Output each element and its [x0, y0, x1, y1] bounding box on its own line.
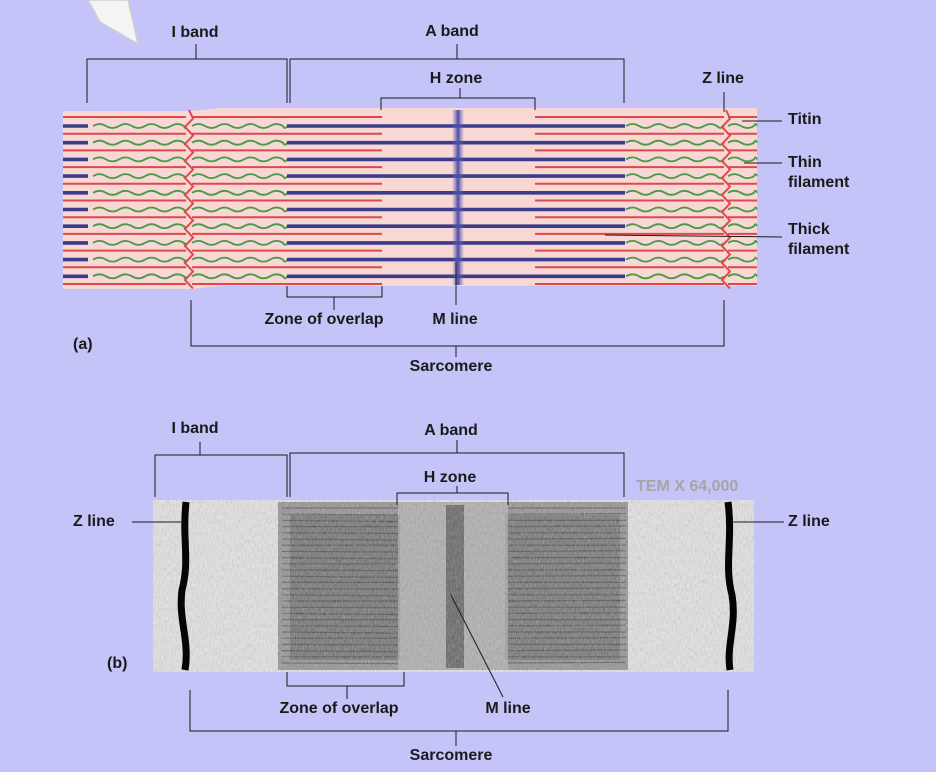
m-line-band — [452, 110, 464, 285]
arrow-pointer-icon — [87, 0, 140, 46]
titin-filament — [191, 156, 288, 163]
zone-of-overlap-bracket-b — [286, 672, 405, 687]
titin-filament — [191, 189, 288, 196]
titin-filament — [92, 256, 187, 263]
tem-micrograph — [153, 500, 754, 672]
titin-filament — [727, 156, 758, 163]
z-line-right-label: Z line — [788, 513, 830, 530]
i-band-label-b: I band — [171, 420, 219, 437]
titin-filament — [92, 189, 187, 196]
titin-filament — [625, 173, 725, 179]
sarcomere-label: Sarcomere — [409, 358, 493, 375]
thin-filament-label-line1: Thin — [788, 154, 822, 171]
z-line-label: Z line — [702, 70, 744, 87]
titin-filament — [727, 273, 758, 280]
i-band-bracket — [86, 58, 288, 103]
m-line-label-b: M line — [485, 700, 531, 717]
titin-filament — [625, 223, 725, 230]
titin-filament — [727, 139, 758, 146]
h-zone-bracket — [380, 97, 536, 110]
z-disc-right — [720, 109, 732, 290]
thick-filament-leader — [604, 234, 783, 238]
titin-filament — [625, 189, 725, 196]
titin-filament — [92, 173, 187, 179]
thick-filament-label-line2: filament — [788, 241, 850, 258]
titin-filament — [625, 256, 725, 263]
z-disc-left — [183, 109, 195, 290]
titin-filament — [727, 123, 758, 129]
sarcomere-bracket-b — [189, 690, 729, 732]
m-line-leader-b — [450, 594, 504, 698]
thin-filament-label-line2: filament — [788, 174, 850, 191]
zone-of-overlap-label-b: Zone of overlap — [279, 700, 399, 717]
z-line-right-band — [724, 501, 737, 671]
titin-filament — [92, 223, 187, 230]
brackets-b — [132, 440, 784, 746]
a-band-label-b: A band — [424, 422, 478, 439]
h-zone-label-b: H zone — [423, 469, 477, 486]
titin-filament — [191, 256, 288, 263]
titin-filament — [727, 223, 758, 230]
titin-filament — [191, 123, 288, 129]
h-zone-label: H zone — [429, 70, 483, 87]
thick-filament-label-line1: Thick — [788, 221, 830, 238]
titin-filament — [92, 273, 187, 280]
titin-filament — [625, 240, 725, 246]
magnification-label: TEM X 64,000 — [636, 478, 739, 495]
titin-filament — [92, 139, 187, 146]
titin-filament — [92, 156, 187, 163]
i-band-bracket-b — [154, 454, 288, 497]
a-band-label: A band — [425, 23, 479, 40]
titin-filament — [191, 273, 288, 280]
sarcomere-label-b: Sarcomere — [409, 747, 493, 764]
panel-a-label: (a) — [73, 336, 93, 353]
titin-filament — [625, 123, 725, 129]
i-band-label: I band — [171, 24, 219, 41]
titin-filament — [92, 123, 187, 129]
m-line-label: M line — [432, 311, 478, 328]
titin-filament — [625, 139, 725, 146]
z-line-left-band — [177, 501, 190, 671]
panel-b-label: (b) — [107, 655, 128, 672]
titin-filament — [727, 189, 758, 196]
brackets-a — [86, 44, 783, 357]
titin-filament — [191, 206, 288, 213]
z-line-left-label: Z line — [73, 513, 115, 530]
titin-filament — [625, 273, 725, 280]
titin-filament — [191, 139, 288, 146]
z-discs — [183, 109, 732, 290]
sarcomere-bracket — [190, 300, 725, 347]
titin-filament — [191, 240, 288, 246]
titin-filament — [92, 240, 187, 246]
titin-filament — [727, 256, 758, 263]
h-zone-bracket-b — [396, 492, 509, 505]
titin-filaments — [92, 123, 758, 280]
titin-filament — [625, 156, 725, 163]
titin-filament — [625, 206, 725, 213]
titin-filament — [727, 173, 758, 179]
titin-filament — [191, 173, 288, 179]
zone-of-overlap-label: Zone of overlap — [264, 311, 384, 328]
zone-of-overlap-bracket — [286, 286, 383, 298]
titin-label: Titin — [788, 111, 822, 128]
titin-filament — [92, 206, 187, 213]
myofibril-diagram — [63, 108, 758, 290]
titin-filament — [727, 240, 758, 246]
titin-filament — [191, 223, 288, 230]
titin-filament — [727, 206, 758, 213]
thin-filaments — [63, 116, 757, 285]
